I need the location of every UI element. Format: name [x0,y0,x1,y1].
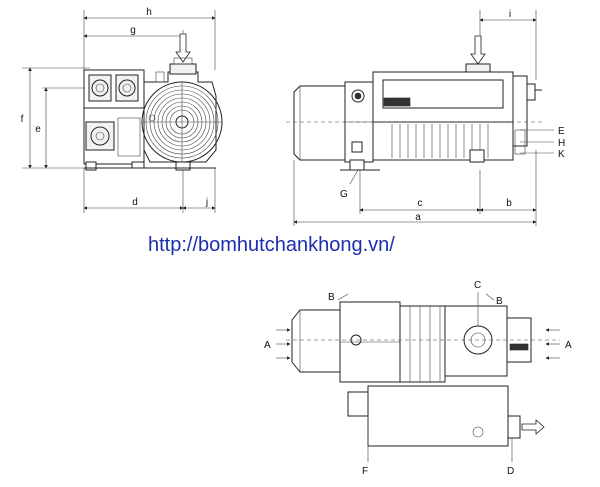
inlet-arrow-icon [175,33,191,63]
port-label-g: G [340,189,348,200]
callout-a-right: A [565,340,572,351]
callout-a-left: A [264,340,271,351]
callout-c: C [474,280,481,291]
watermark-url: http://bomhutchankhong.vn/ [148,234,395,256]
port-label-k: K [558,149,565,160]
side-view: i c b a [286,9,565,226]
top-view: A A B B C F D [264,280,572,477]
dim-label-f: f [21,114,24,125]
dim-label-g: g [130,25,136,36]
inlet-arrow-icon-side [470,35,486,65]
callout-b-left: B [328,292,335,303]
dim-label-a: a [415,212,421,223]
dim-label-i: i [509,9,511,20]
dim-label-b: b [506,198,512,209]
dim-label-j: j [205,197,208,208]
callout-f: F [362,466,368,477]
dim-label-d: d [132,197,138,208]
port-label-e: E [558,126,565,137]
dim-label-h: h [146,7,152,18]
callout-d: D [507,466,514,477]
outlet-arrow-icon [521,419,545,435]
port-label-h: H [558,138,565,149]
dim-label-e: e [35,124,41,135]
dim-label-c: c [418,198,423,209]
callout-b-right: B [496,296,503,307]
front-view: h g f e d j [21,7,223,213]
